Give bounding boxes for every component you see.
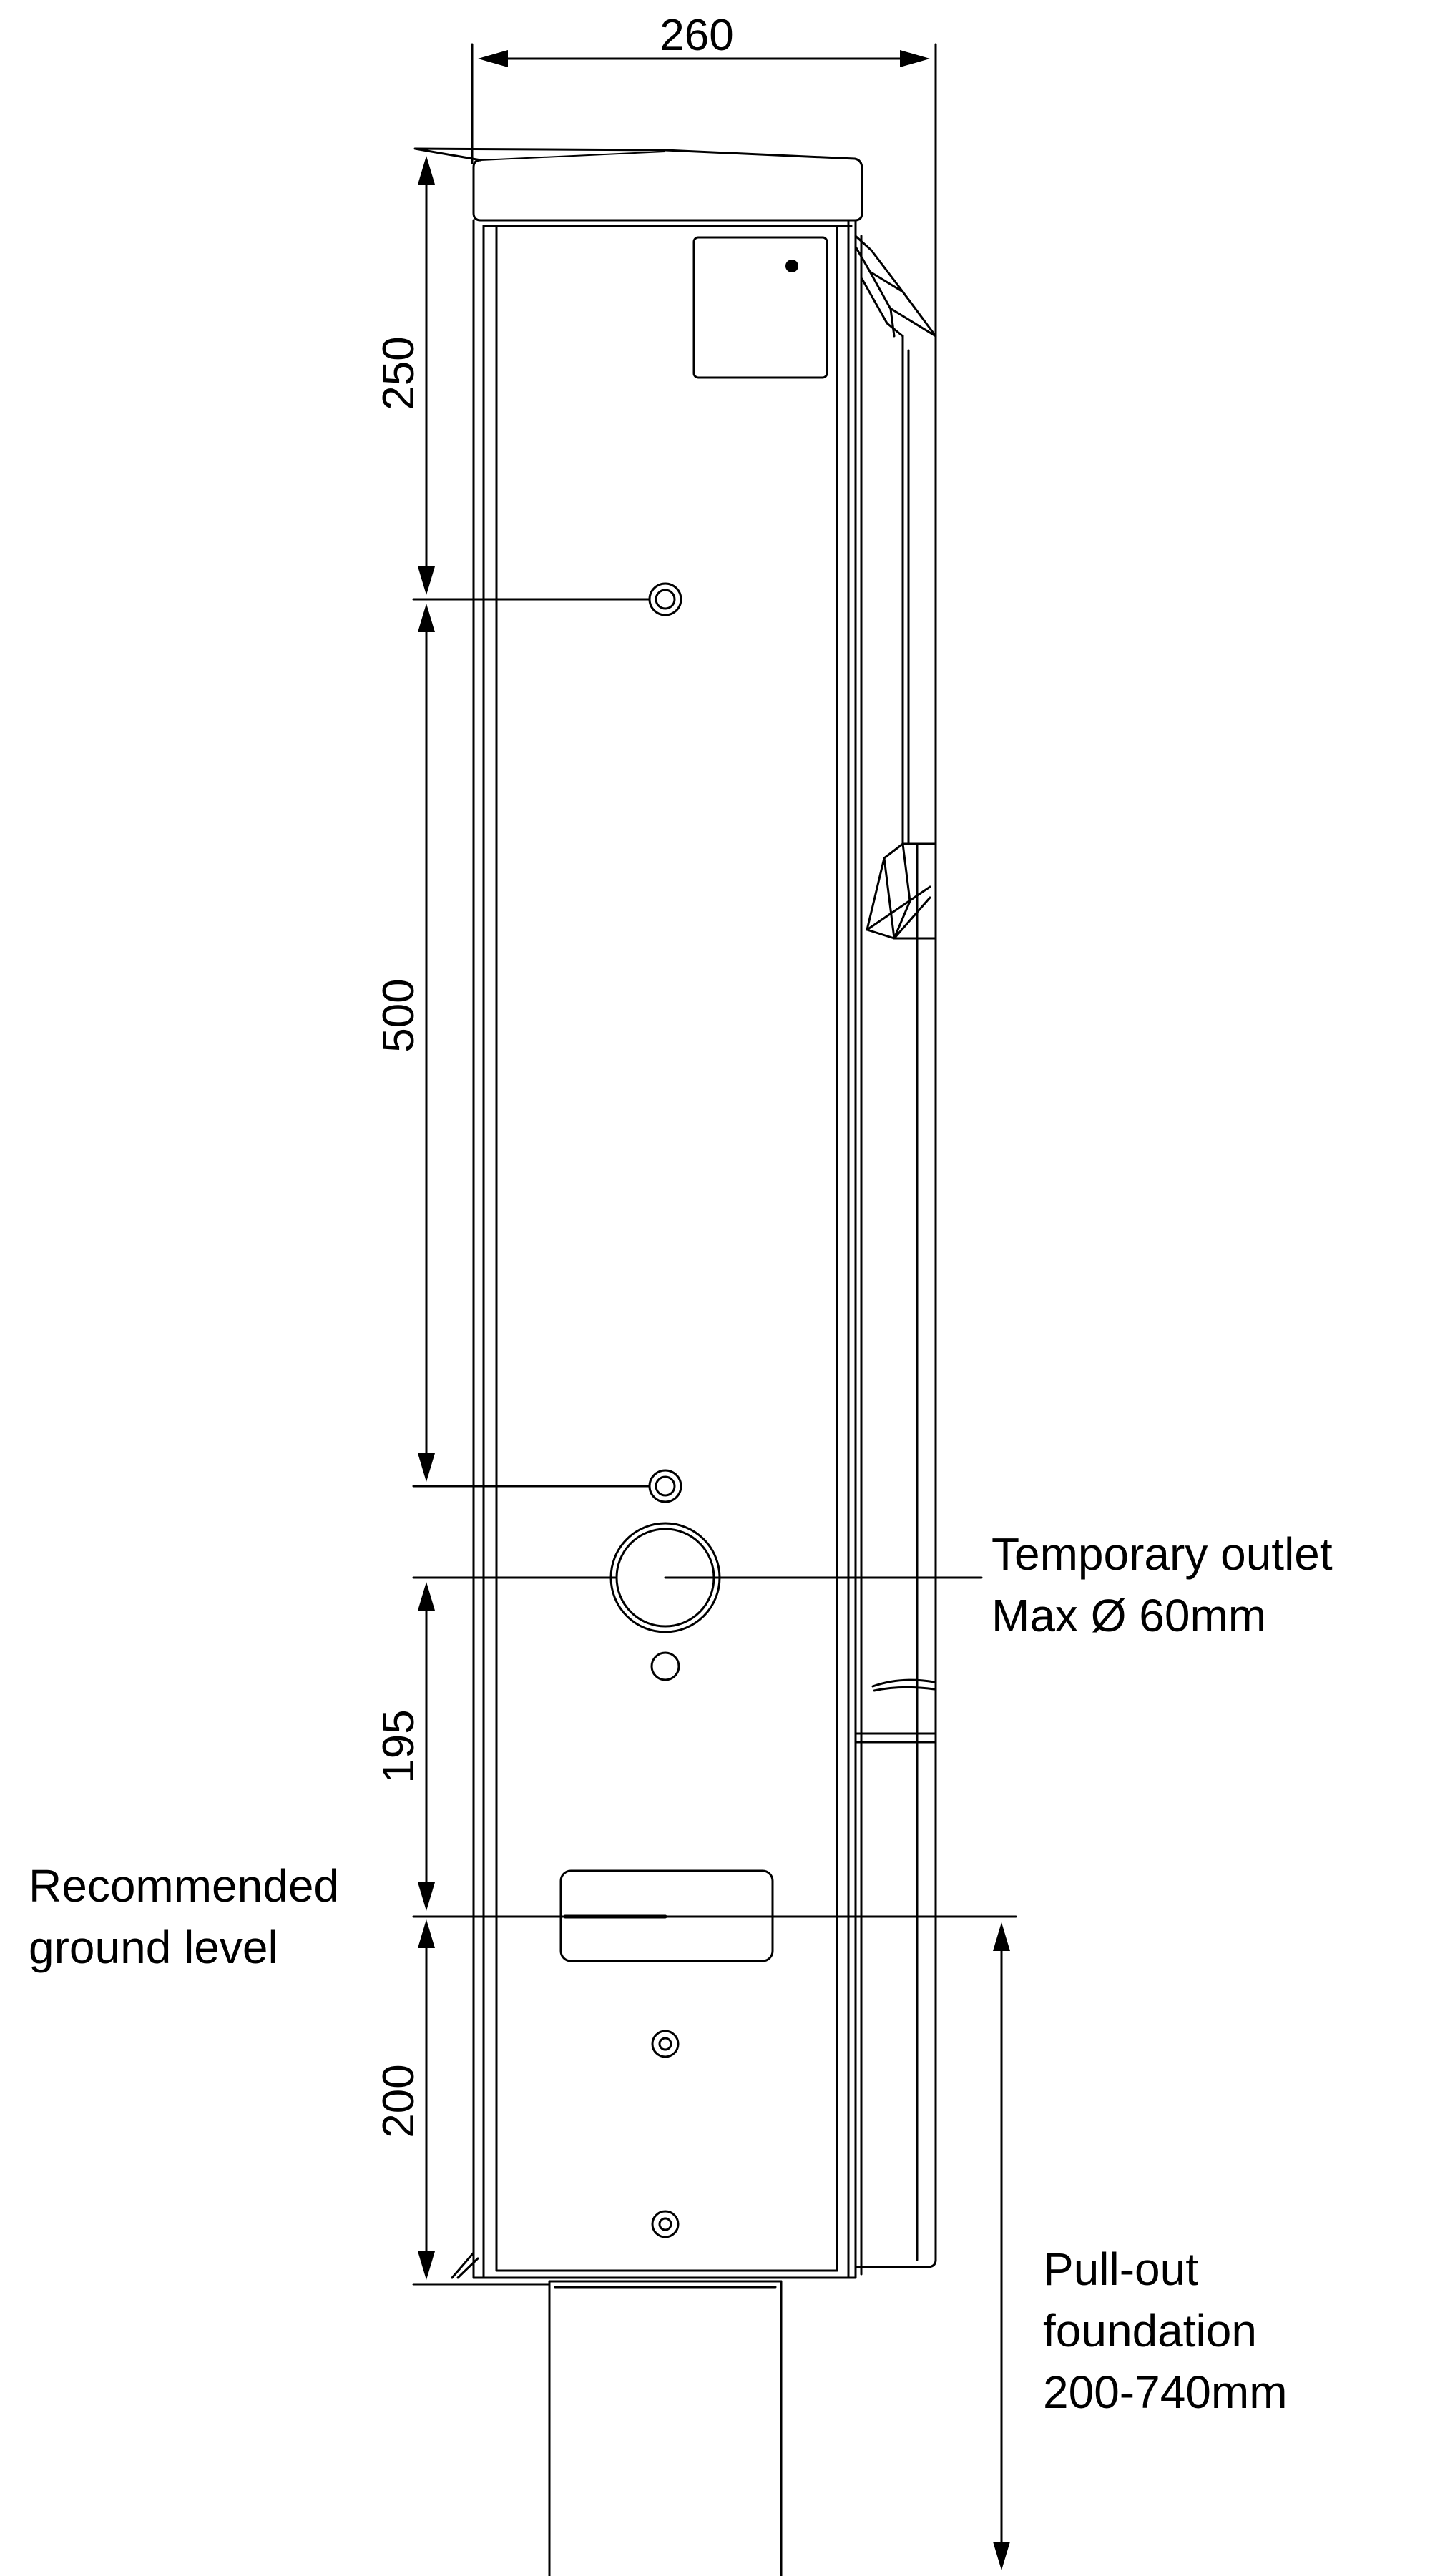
foundation-line-1: Pull-out [1043, 2243, 1198, 2295]
lower-screw-1 [651, 2030, 680, 2058]
foundation-label: Pull-out foundation 200-740mm [1043, 2238, 1288, 2423]
foundation-line-3: 200-740mm [1043, 2366, 1288, 2418]
dimension-below-ground: 200 [374, 2064, 423, 2138]
dimension-top-section: 250 [374, 336, 423, 410]
arrow-right [900, 50, 930, 67]
arrow-left [478, 50, 508, 67]
dimension-width: 260 [660, 11, 733, 60]
pillar-body [413, 147, 863, 2279]
callout-lines [412, 1576, 1017, 2570]
mounting-screw-upper [648, 582, 682, 616]
ground-level-line-1: Recommended [29, 1860, 339, 1912]
mounting-screw-middle [648, 1469, 682, 1503]
width-dimension: 260 [471, 11, 937, 338]
lower-screw-2 [651, 2210, 680, 2238]
left-dimensions: 250 500 195 200 [374, 156, 651, 2286]
temporary-outlet-label: Temporary outlet Max Ø 60mm [991, 1523, 1333, 1646]
display-window [692, 236, 828, 379]
foundation [548, 2280, 783, 2576]
temporary-outlet-line-2: Max Ø 60mm [991, 1590, 1267, 1641]
small-hole [650, 1651, 680, 1681]
cable-holder [854, 235, 937, 2276]
foundation-line-2: foundation [1043, 2305, 1257, 2356]
ground-level-line-2: ground level [29, 1922, 278, 1973]
temporary-outlet-line-1: Temporary outlet [991, 1528, 1333, 1580]
dimension-middle-section: 500 [374, 978, 423, 1052]
ground-level-label: Recommended ground level [29, 1855, 339, 1978]
dimension-lower-section: 195 [374, 1709, 423, 1783]
display-dot [785, 260, 798, 272]
